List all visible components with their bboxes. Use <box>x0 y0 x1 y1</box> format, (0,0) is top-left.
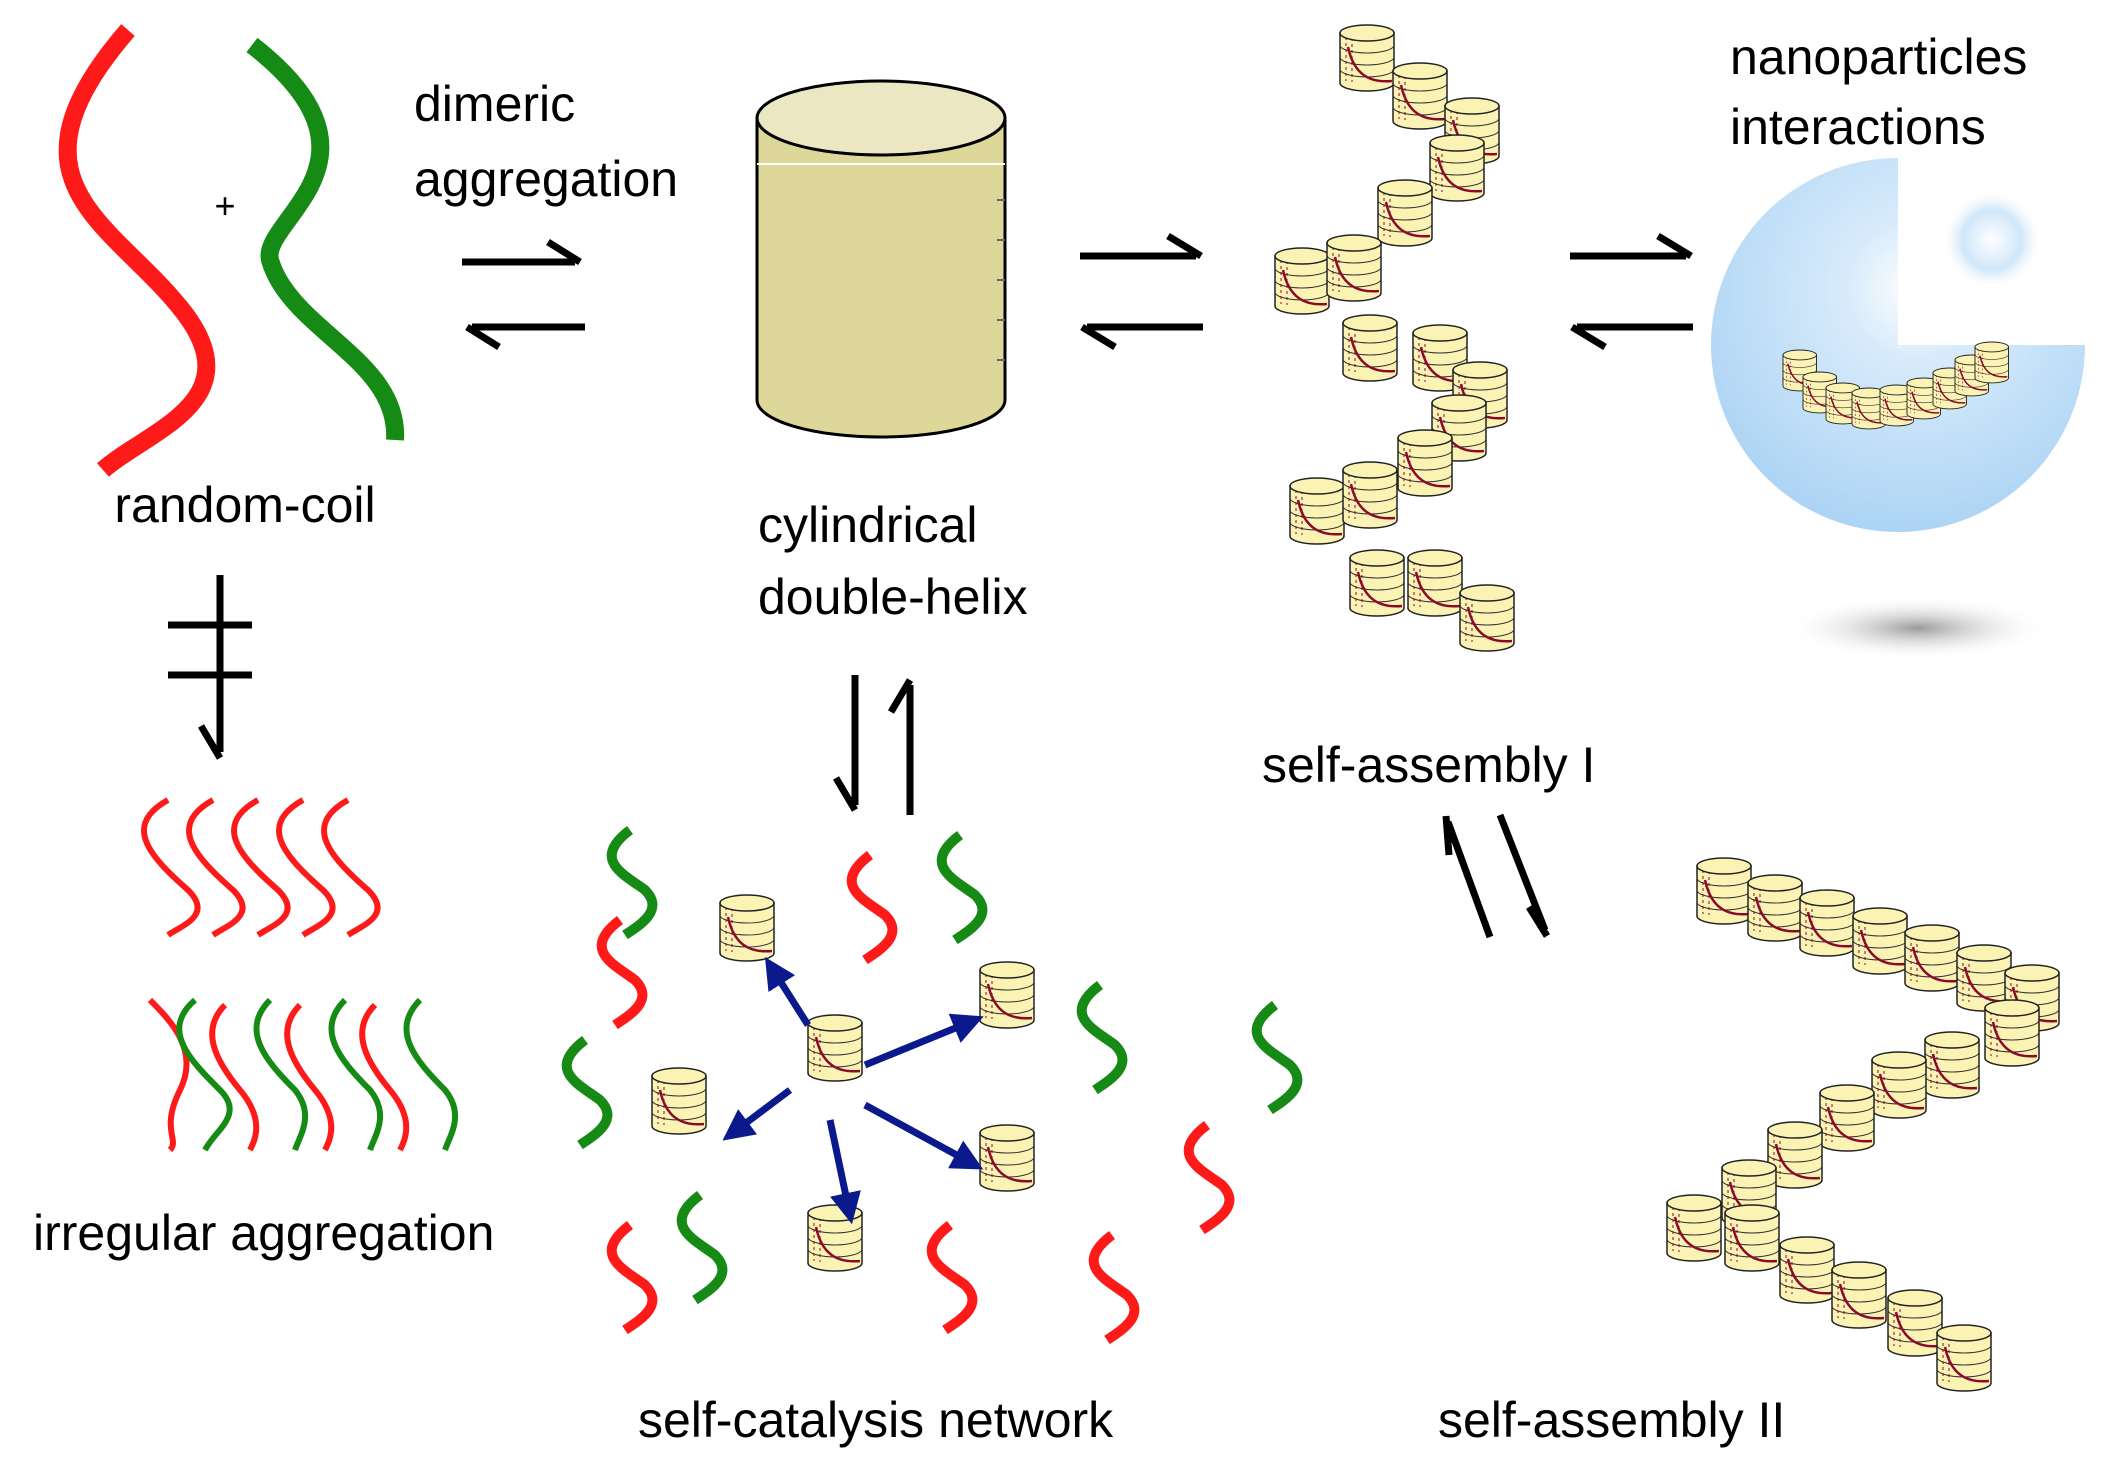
random-coil-red-strand <box>68 30 207 470</box>
self-assembly-1-stack <box>1273 23 1516 653</box>
nanoparticles-label-line2: interactions <box>1730 99 1986 155</box>
random-coil-green-strand <box>246 37 405 441</box>
nanoparticle-sphere <box>1711 158 2085 660</box>
equilibrium-arrows-vertical <box>832 675 914 815</box>
self-catalysis-network-label: self-catalysis network <box>638 1392 1114 1448</box>
plus-sign: + <box>214 185 235 226</box>
equilibrium-arrows-2 <box>1080 233 1203 350</box>
nanoparticles-label-line1: nanoparticles <box>1730 29 2027 85</box>
self-assembly-2-label: self-assembly II <box>1438 1392 1785 1448</box>
cylindrical-label-line2: double-helix <box>758 569 1028 625</box>
equilibrium-arrows-diagonal <box>1442 813 1550 939</box>
equilibrium-arrows-3 <box>1570 233 1693 350</box>
dimeric-label-line1: dimeric <box>414 76 575 132</box>
equilibrium-arrows-1 <box>462 239 585 350</box>
irregular-aggregation-mixed-strands <box>147 997 458 1153</box>
blocked-arrow <box>168 575 252 760</box>
random-coil-label: random-coil <box>114 477 375 533</box>
network-helices <box>650 893 1036 1273</box>
irregular-aggregation-red-strands <box>144 800 378 935</box>
catalysis-arrows <box>722 957 984 1225</box>
self-assembly-2-stack <box>1665 856 2061 1393</box>
dimeric-label-line2: aggregation <box>414 151 678 207</box>
self-assembly-1-label: self-assembly I <box>1262 737 1595 793</box>
irregular-aggregation-label: irregular aggregation <box>33 1205 494 1261</box>
cylindrical-label-line1: cylindrical <box>758 497 978 553</box>
cylindrical-double-helix-cylinder <box>755 79 1007 439</box>
